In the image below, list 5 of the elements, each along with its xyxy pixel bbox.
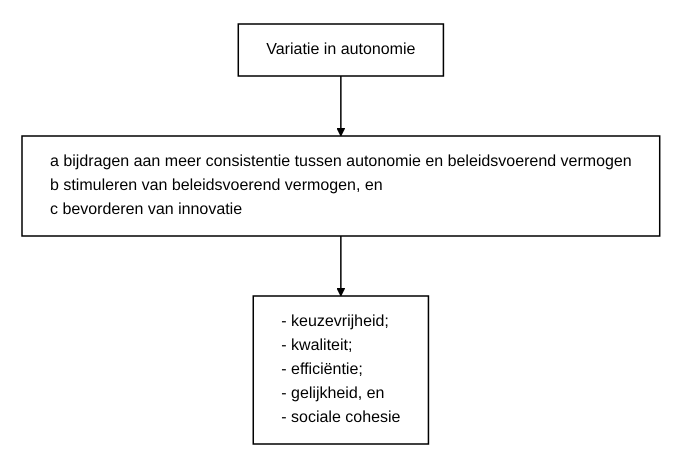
node-box: - keuzevrijheid; - kwaliteit; - efficiëntie; - gelijkheid, en - sociale cohesie [252, 295, 430, 445]
node-box: Variatie in autonomie [238, 23, 444, 77]
arrow [336, 236, 346, 296]
arrow [336, 76, 346, 136]
node-box: a bijdragen aan meer consistentie tussen autonomie en beleidsvoerend vermogen b stimuleren van beleidsvoerend vermogen, en c bevorderen van innovatie [21, 135, 661, 237]
